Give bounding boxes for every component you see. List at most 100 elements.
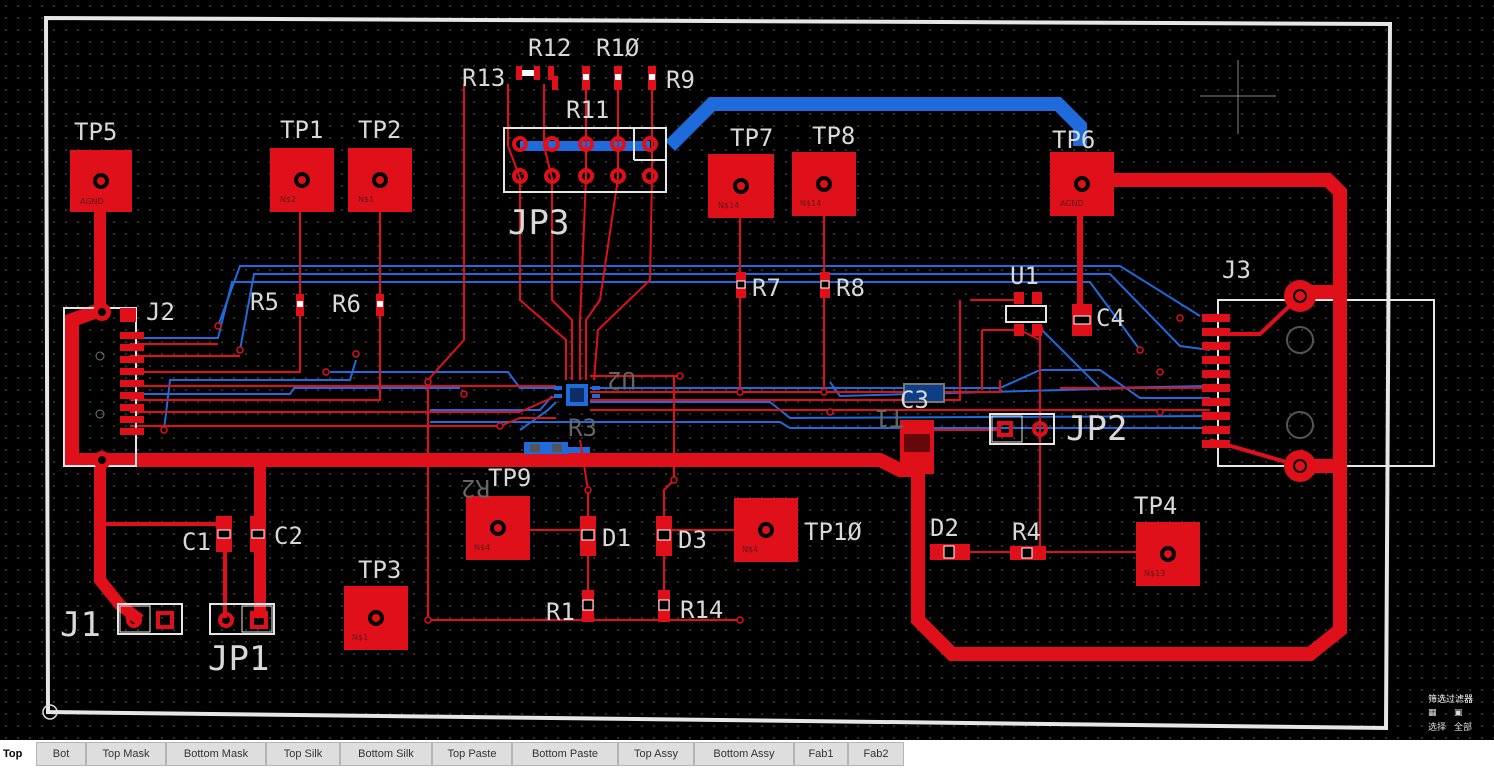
filter-item-all[interactable]: 全部 [1454, 723, 1473, 733]
label-c2: C2 [274, 522, 303, 550]
j3-hole [1286, 411, 1314, 439]
origin-marker [42, 704, 58, 720]
tab-fab1[interactable]: Fab1 [794, 742, 848, 766]
label-c4: C4 [1096, 304, 1125, 332]
label-jp3: JP3 [508, 203, 569, 243]
filter-all-icon[interactable]: ▣ [1454, 708, 1463, 718]
pcb-layout[interactable]: AGND N$2 N$1 N$14 N$14 AGND N$4 N$1 N$4 … [0, 0, 1494, 740]
label-tp2: TP2 [358, 116, 401, 144]
tp2-pad[interactable] [348, 148, 412, 212]
svg-text:N$13: N$13 [1144, 569, 1165, 578]
tp7-pad[interactable] [708, 154, 774, 218]
tab-bottom-assy[interactable]: Bottom Assy [694, 742, 794, 766]
svg-text:N$4: N$4 [474, 543, 490, 552]
tab-top-silk[interactable]: Top Silk [266, 742, 340, 766]
label-tp3: TP3 [358, 556, 401, 584]
tab-fab2[interactable]: Fab2 [848, 742, 904, 766]
label-d2: D2 [930, 514, 959, 542]
label-d1: D1 [602, 524, 631, 552]
svg-text:N$4: N$4 [742, 545, 758, 554]
u2-ic[interactable] [524, 384, 600, 454]
u1-ic[interactable] [1005, 292, 1047, 336]
tab-bottom-mask[interactable]: Bottom Mask [166, 742, 266, 766]
tab-top-mask[interactable]: Top Mask [86, 742, 166, 766]
label-r11: R11 [566, 96, 609, 124]
filter-title: 筛选过滤器 [1428, 695, 1474, 705]
svg-text:N$1: N$1 [358, 195, 374, 204]
label-tp8: TP8 [812, 122, 855, 150]
svg-text:N$2: N$2 [280, 195, 296, 204]
label-r6: R6 [332, 290, 361, 318]
tp1-pad[interactable] [270, 148, 334, 212]
label-r4: R4 [1012, 518, 1041, 546]
jp3-header[interactable] [503, 127, 667, 193]
small-parts [216, 66, 1092, 622]
label-r8: R8 [836, 274, 865, 302]
label-d3: D3 [678, 526, 707, 554]
tab-top-paste[interactable]: Top Paste [432, 742, 512, 766]
label-r5: R5 [250, 288, 279, 316]
label-tp4: TP4 [1134, 492, 1177, 520]
label-jp2: JP2 [1066, 409, 1127, 449]
tab-top[interactable]: Top [0, 742, 36, 766]
label-c3: C3 [900, 386, 929, 414]
j1-header[interactable] [117, 603, 183, 635]
tab-bottom-paste[interactable]: Bottom Paste [512, 742, 618, 766]
label-r14: R14 [680, 596, 723, 624]
label-tp10: TP1Ø [804, 518, 862, 546]
label-r10: R1Ø [596, 34, 640, 62]
tp3-pad[interactable] [344, 586, 408, 650]
filter-select-icon[interactable]: ▦ [1428, 708, 1437, 718]
label-tp7: TP7 [730, 124, 773, 152]
j3-outline [1217, 299, 1435, 467]
label-r7: R7 [752, 274, 781, 302]
label-u1: U1 [1010, 262, 1039, 290]
silk-labels: TP5 TP1 TP2 TP7 TP8 TP6 TP9 TP3 TP1Ø TP4… [60, 34, 1251, 679]
layer-tab-bar: Top Bot Top Mask Bottom Mask Top Silk Bo… [0, 740, 1494, 770]
label-tp5: TP5 [74, 118, 117, 146]
c3-part[interactable] [903, 383, 945, 403]
board-outline [43, 15, 1393, 731]
tp4-pad[interactable] [1136, 522, 1200, 586]
j3-hole [1286, 326, 1314, 354]
filter-panel[interactable]: 筛选过滤器 ▦ ▣ 选择 全部 [1424, 690, 1494, 735]
label-tp6: TP6 [1052, 126, 1095, 154]
svg-text:AGND: AGND [1060, 199, 1084, 208]
j2-connector[interactable] [63, 303, 144, 469]
tp6-pad[interactable] [1050, 152, 1114, 216]
label-r1: R1 [546, 598, 575, 626]
label-r12: R12 [528, 34, 571, 62]
label-r13: R13 [462, 64, 505, 92]
testpoints [70, 148, 1200, 650]
tp8-pad[interactable] [792, 152, 856, 216]
tab-bottom-silk[interactable]: Bottom Silk [340, 742, 432, 766]
label-t1: T1 [875, 404, 904, 432]
jp1-header[interactable] [209, 603, 275, 635]
tp5-pad[interactable] [70, 150, 132, 212]
label-u2: U2 [607, 366, 636, 394]
tab-bot[interactable]: Bot [36, 742, 86, 766]
tp10-pad[interactable] [734, 498, 798, 562]
svg-text:N$1: N$1 [352, 633, 368, 642]
label-r9: R9 [666, 66, 695, 94]
label-j2: J2 [146, 298, 175, 326]
tp9-pad[interactable] [466, 496, 530, 560]
jp2-header[interactable] [989, 413, 1055, 445]
pad-net-names: AGND N$2 N$1 N$14 N$14 AGND N$4 N$1 N$4 … [80, 195, 1165, 642]
label-r3: R3 [568, 414, 597, 442]
pcb-canvas[interactable]: AGND N$2 N$1 N$14 N$14 AGND N$4 N$1 N$4 … [0, 0, 1494, 740]
label-j1: J1 [60, 605, 101, 645]
label-tp1: TP1 [280, 116, 323, 144]
label-r2: R2 [461, 474, 490, 502]
svg-text:AGND: AGND [80, 197, 104, 206]
label-c1: C1 [182, 528, 211, 556]
vias [160, 314, 1184, 624]
tab-top-assy[interactable]: Top Assy [618, 742, 694, 766]
t1-part[interactable] [900, 420, 934, 474]
filter-item-select[interactable]: 选择 [1428, 723, 1447, 733]
label-jp1: JP1 [208, 639, 269, 679]
label-j3: J3 [1222, 256, 1251, 284]
j3-pads[interactable] [1202, 280, 1316, 482]
svg-text:N$14: N$14 [800, 199, 821, 208]
label-tp9: TP9 [488, 464, 531, 492]
